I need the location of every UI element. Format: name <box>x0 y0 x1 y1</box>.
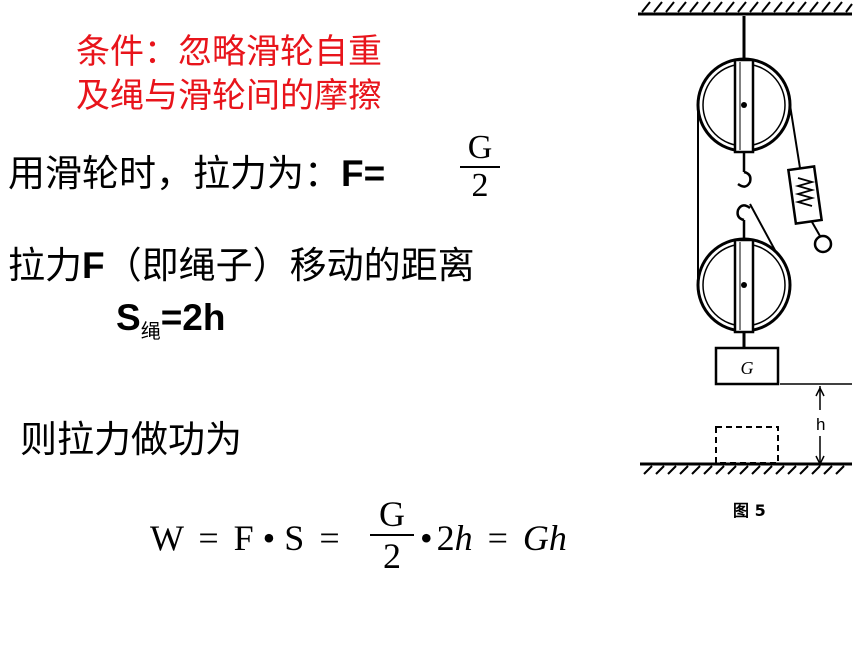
formula-w: W <box>150 518 184 558</box>
rope-rhs: =2h <box>160 297 226 338</box>
formula-two: 2 <box>436 518 455 558</box>
work-denominator: 2 <box>383 535 401 576</box>
formula-gh: Gh <box>522 518 567 558</box>
initial-position-block <box>715 426 779 464</box>
formula-dot: • <box>420 518 433 558</box>
formula-eq: = <box>319 518 340 558</box>
work-numerator: G <box>379 494 405 534</box>
formula-eq: = <box>487 518 508 558</box>
force-description: 用滑轮时，拉力为： <box>8 152 341 195</box>
formula-s: S <box>284 518 305 558</box>
rope-distance-formula: S绳=2h <box>116 296 225 354</box>
force-denominator: 2 <box>471 166 489 204</box>
formula-f: F <box>233 518 254 558</box>
ceiling <box>638 1 853 16</box>
force-numerator: G <box>467 129 493 166</box>
force-text: 用滑轮时，拉力为：F= <box>8 152 385 196</box>
formula-h: h <box>454 518 473 558</box>
distance-post: （即绳子）移动的距离 <box>104 244 475 287</box>
condition-line-2: 及绳与滑轮间的摩擦 <box>76 76 382 116</box>
formula-eq: = <box>198 518 219 558</box>
weight-block <box>714 346 780 386</box>
work-text: 则拉力做功为 <box>20 418 242 461</box>
ground <box>640 462 852 475</box>
work-formula-rhs: •2h = Gh <box>420 516 567 560</box>
rope-subscript: 绳 <box>140 321 161 343</box>
fraction-line <box>370 534 414 536</box>
movable-pulley <box>696 237 792 334</box>
height-marker <box>780 383 852 466</box>
distance-f: F <box>82 245 105 286</box>
figure-caption: 图 5 <box>733 501 766 520</box>
work-formula: W = F • S = <box>150 516 340 560</box>
force-lhs: F= <box>341 153 386 194</box>
spring-scale <box>786 165 833 254</box>
work-fraction: G 2 <box>370 494 414 576</box>
formula-dot: • <box>262 518 276 558</box>
fixed-pulley <box>696 57 792 154</box>
distance-pre: 拉力 <box>8 244 82 287</box>
weight-label: G <box>741 358 754 378</box>
force-fraction: G 2 <box>460 130 500 204</box>
rope-s: S <box>116 297 141 338</box>
fraction-line <box>460 166 500 168</box>
pulley-diagram: G h 图 5 <box>638 1 853 520</box>
distance-text: 拉力F（即绳子）移动的距离 <box>8 244 475 288</box>
height-label: h <box>816 415 825 434</box>
condition-line-1: 条件：忽略滑轮自重 <box>76 32 382 72</box>
